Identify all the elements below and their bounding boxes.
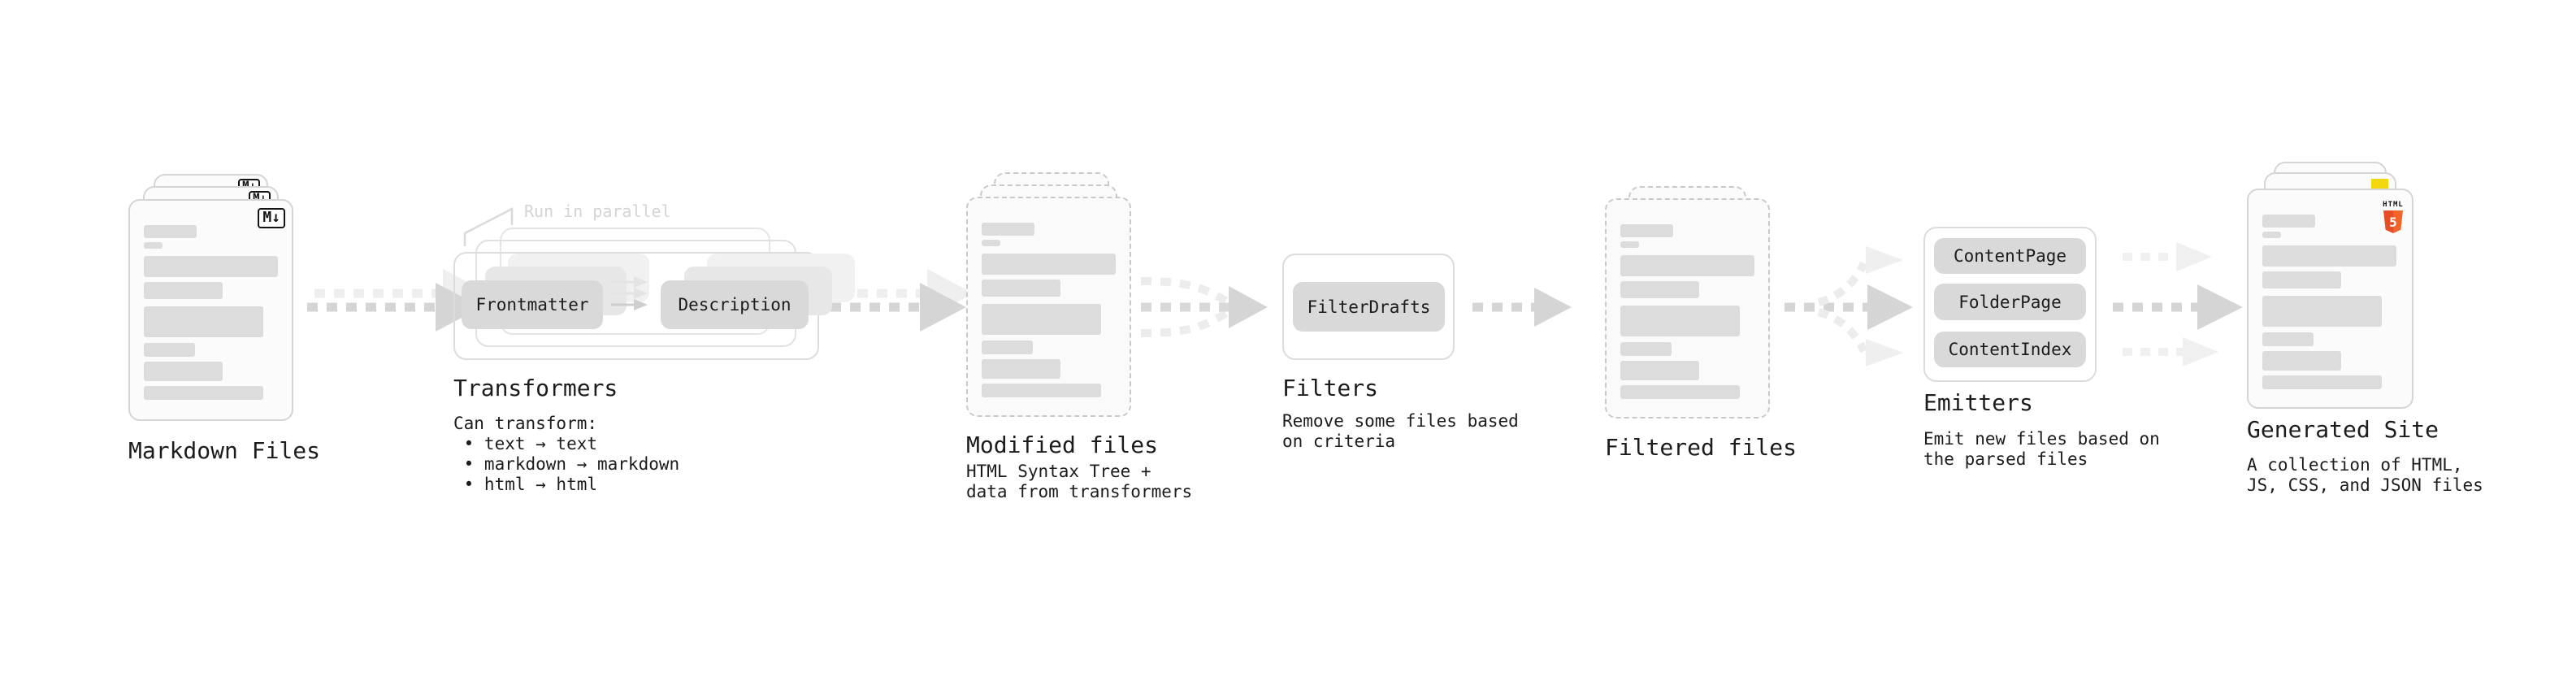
- transformer-box-description: Description: [661, 280, 809, 329]
- arrow-filters-to-filtered: [1472, 288, 1572, 327]
- emitter-box-contentpage: ContentPage: [1934, 238, 2086, 274]
- stage-label-filters: Filters: [1282, 375, 1379, 401]
- arrow-filtered-to-emitters: [1785, 246, 1913, 367]
- emitters-description: Emit new files based on the parsed files: [1923, 429, 2160, 469]
- arrow-modified-to-filters: [1140, 277, 1268, 337]
- stage-label-markdown-files: Markdown Files: [128, 437, 321, 464]
- emitter-box-folderpage: FolderPage: [1934, 284, 2086, 320]
- transformer-box-frontmatter: Frontmatter: [462, 280, 603, 329]
- markdown-file-card: M↓: [128, 199, 293, 421]
- stage-label-transformers: Transformers: [453, 375, 618, 401]
- filters-container: [1282, 254, 1455, 360]
- filters-description: Remove some files based on criteria: [1282, 411, 1519, 451]
- transformers-description: Can transform: • text → text • markdown …: [453, 414, 680, 494]
- filter-box-filterdrafts: FilterDrafts: [1293, 282, 1445, 332]
- filtered-file-card: [1605, 198, 1770, 419]
- stage-label-modified-files: Modified files: [966, 432, 1159, 458]
- html5-icon: HTML 5: [2381, 194, 2405, 233]
- stage-label-emitters: Emitters: [1923, 389, 2033, 416]
- emitters-container: [1923, 227, 2097, 382]
- generated-site-description: A collection of HTML, JS, CSS, and JSON …: [2247, 455, 2483, 495]
- stage-label-filtered-files: Filtered files: [1605, 434, 1798, 461]
- js-file-icon: [2371, 179, 2388, 189]
- stage-label-generated-site: Generated Site: [2247, 416, 2439, 443]
- emitter-box-contentindex: ContentIndex: [1934, 332, 2086, 367]
- markdown-icon: M↓: [258, 208, 285, 228]
- run-in-parallel-note: Run in parallel: [524, 202, 671, 221]
- generated-file-card-html: HTML 5: [2247, 189, 2413, 409]
- arrow-emitters-to-generated: [2113, 242, 2243, 367]
- modified-files-description: HTML Syntax Tree + data from transformer…: [966, 462, 1193, 501]
- modified-file-card: [966, 197, 1131, 417]
